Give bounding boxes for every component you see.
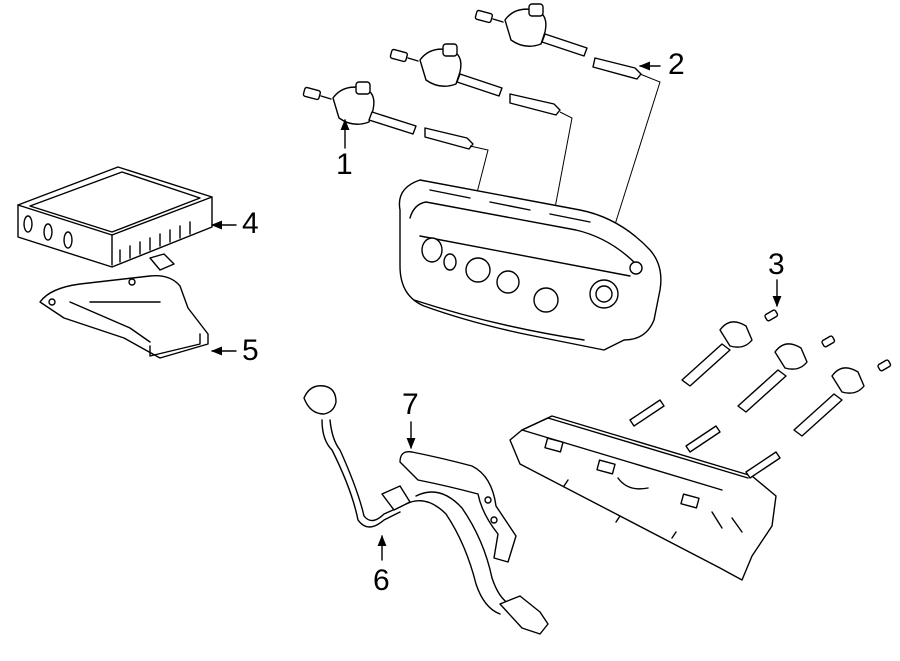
ignition-coil-1 [302, 81, 474, 150]
ignition-coil-3 [474, 3, 642, 80]
harness-bracket [399, 451, 517, 563]
control-module [17, 166, 213, 271]
callout-4: 4 [242, 207, 259, 240]
cylinder-head [398, 179, 662, 351]
callout-2: 2 [668, 48, 685, 81]
coil-packs-rear [629, 309, 892, 479]
module-bracket [39, 275, 209, 359]
wiring-harness [303, 385, 549, 635]
callout-1: 1 [336, 148, 353, 181]
callout-6: 6 [373, 564, 390, 597]
ignition-coil-2 [389, 43, 561, 116]
callout-7: 7 [402, 388, 419, 421]
callout-5: 5 [242, 334, 259, 367]
intake-manifold [509, 415, 777, 581]
callout-arrows [210, 61, 782, 561]
callout-3: 3 [768, 248, 785, 281]
